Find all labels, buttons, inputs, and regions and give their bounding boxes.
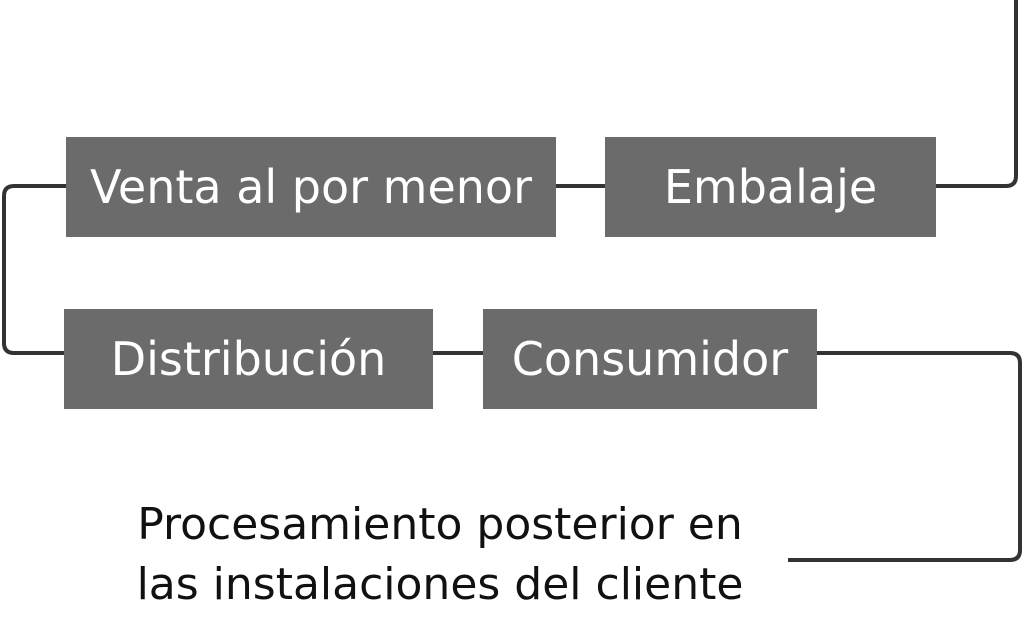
connector-top-to-embalaje	[934, 0, 1018, 188]
node-consumidor: Consumidor	[483, 309, 817, 409]
caption-line-1: Procesamiento posterior en	[137, 499, 743, 550]
node-distribucion: Distribución	[64, 309, 433, 409]
node-venta-al-por-menor: Venta al por menor	[66, 137, 556, 237]
connector-venta-to-distribucion	[2, 184, 66, 355]
caption-post-processing: Procesamiento posterior en las instalaci…	[90, 495, 790, 615]
caption-line-2: las instalaciones del cliente	[136, 559, 744, 610]
connector-consumidor-to-caption	[788, 351, 1022, 562]
node-embalaje: Embalaje	[605, 137, 936, 237]
